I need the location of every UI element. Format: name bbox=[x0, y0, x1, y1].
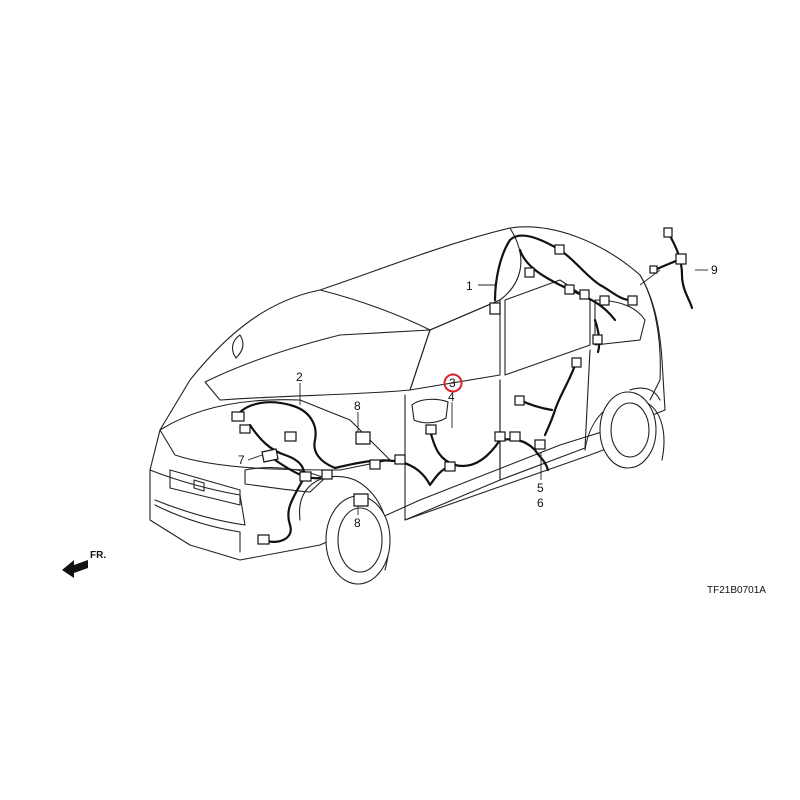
cabin-wire-harness bbox=[333, 424, 550, 487]
callout-7[interactable]: 7 bbox=[238, 453, 245, 467]
front-direction-indicator: FR. bbox=[62, 550, 106, 578]
callout-4[interactable]: 4 bbox=[448, 390, 455, 404]
rear-door-wire-harness bbox=[514, 357, 582, 437]
rear-hatch-wire-harness bbox=[649, 227, 694, 310]
callout-3[interactable]: 3 bbox=[449, 376, 456, 390]
callout-1[interactable]: 1 bbox=[466, 279, 473, 293]
front-arrow-icon bbox=[62, 560, 88, 578]
callout-8-upper[interactable]: 8 bbox=[354, 399, 361, 413]
callout-3-highlight bbox=[443, 373, 463, 393]
callout-labels: 1 2 3 4 5 6 7 8 8 9 bbox=[238, 263, 718, 530]
callout-8-lower[interactable]: 8 bbox=[354, 516, 361, 530]
callout-6[interactable]: 6 bbox=[537, 496, 544, 510]
roof-wire-harness bbox=[489, 234, 638, 354]
car-body bbox=[149, 226, 666, 561]
figure-code: TF21B0701A bbox=[707, 585, 766, 596]
callout-2[interactable]: 2 bbox=[296, 370, 303, 384]
callout-9[interactable]: 9 bbox=[711, 263, 718, 277]
callout-leaders bbox=[247, 269, 708, 515]
rear-wheel bbox=[584, 391, 665, 469]
callout-5[interactable]: 5 bbox=[537, 481, 544, 495]
sensor-parts bbox=[261, 431, 371, 507]
front-wheel bbox=[299, 475, 391, 585]
front-direction-label: FR. bbox=[90, 550, 106, 561]
